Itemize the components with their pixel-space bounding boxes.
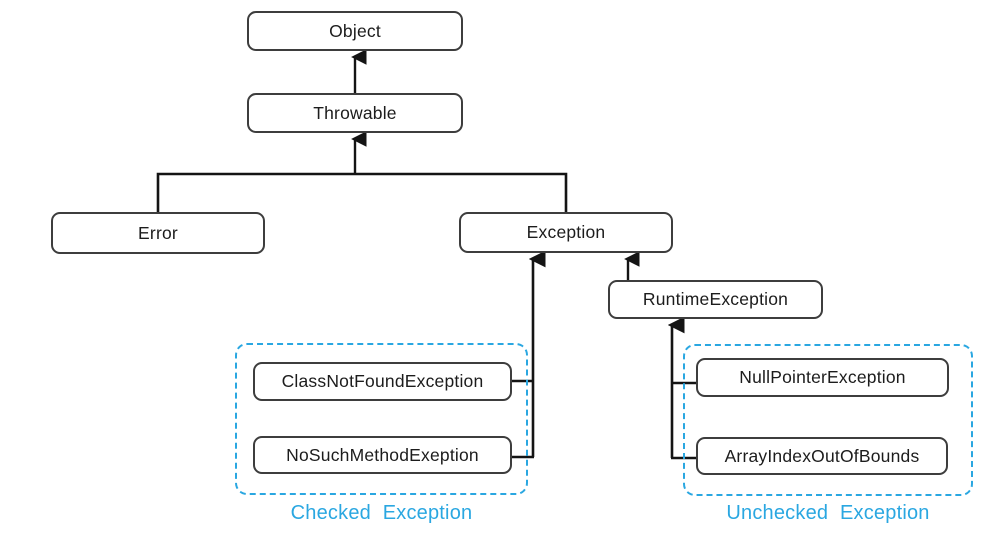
node-object: Object [247, 11, 463, 51]
group-checked-exception [235, 343, 528, 495]
node-error: Error [51, 212, 265, 254]
label-unchecked-exception: Unchecked Exception [726, 502, 930, 524]
group-unchecked-exception [683, 344, 973, 496]
node-throwable: Throwable [247, 93, 463, 133]
edge-bus-horizontal [156, 172, 568, 212]
node-class-not-found-exception: ClassNotFoundException [253, 362, 512, 401]
node-no-such-method-exeption: NoSuchMethodExeption [253, 436, 512, 474]
node-null-pointer-exception: NullPointerException [696, 358, 949, 397]
node-exception: Exception [459, 212, 673, 253]
node-runtime-exception: RuntimeException [608, 280, 823, 319]
node-array-index-out-of-bounds: ArrayIndexOutOfBounds [696, 437, 948, 475]
label-checked-exception: Checked Exception [290, 502, 473, 524]
